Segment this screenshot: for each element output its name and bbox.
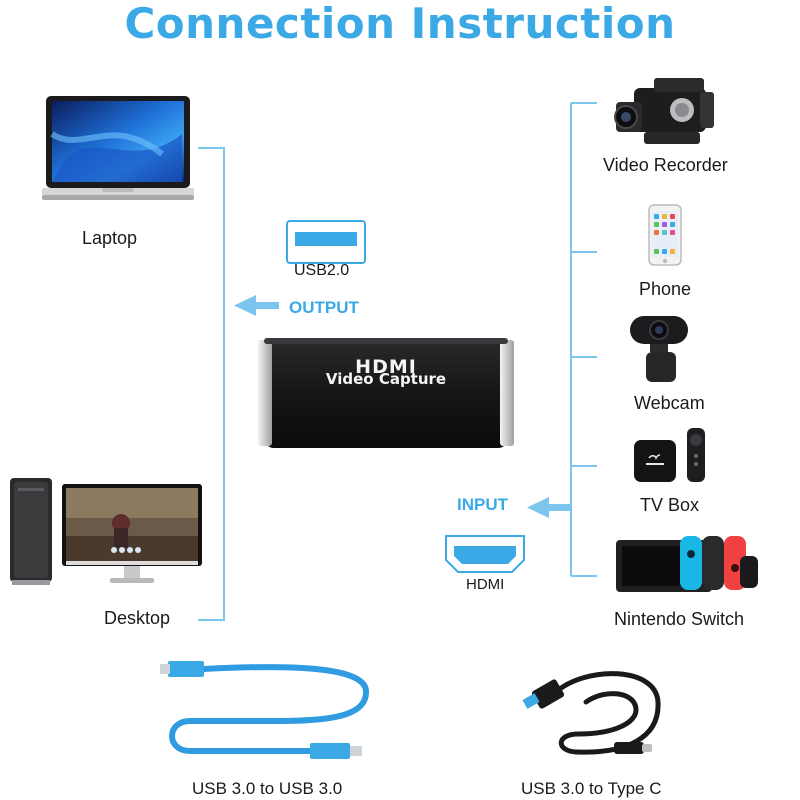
input-label: INPUT (457, 495, 508, 514)
desktop-label: Desktop (104, 608, 171, 628)
cable-label-1: USB 3.0 to USB 3.0 (192, 779, 343, 798)
right-device-label-3: Webcam (634, 393, 705, 413)
nintendo-switch-icon (616, 536, 758, 592)
right-device-label-5: Nintendo Switch (614, 609, 745, 629)
type-c-cable-icon (522, 671, 661, 755)
laptop-label: Laptop (82, 228, 138, 248)
input-arrow-icon (527, 497, 572, 518)
right-device-label-2: Phone (639, 279, 692, 299)
laptop-icon (42, 96, 194, 200)
left-bracket-line (198, 147, 225, 621)
webcam-icon (630, 316, 688, 382)
right-device-label-4: TV Box (640, 495, 700, 515)
desktop-icon (10, 478, 202, 585)
phone-icon (648, 204, 682, 266)
video-recorder-icon (614, 78, 714, 144)
usb-port-icon (286, 220, 366, 264)
usb-cable-icon (160, 661, 369, 759)
tv-box-icon (634, 428, 705, 482)
hdmi-port-icon (445, 535, 525, 573)
output-label: OUTPUT (289, 298, 359, 317)
capture-title: HDMI (355, 356, 417, 378)
cable-label-2: USB 3.0 to Type C (521, 779, 662, 798)
right-device-label-1: Video Recorder (603, 155, 728, 175)
usb-port-label: USB2.0 (294, 262, 350, 279)
output-arrow-icon (234, 295, 279, 316)
capture-subtitle: Video Capture (325, 370, 447, 388)
capture-card-icon (258, 338, 514, 448)
hdmi-port-label: HDMI (466, 576, 505, 593)
page-title: Connection Instruction (124, 0, 676, 48)
